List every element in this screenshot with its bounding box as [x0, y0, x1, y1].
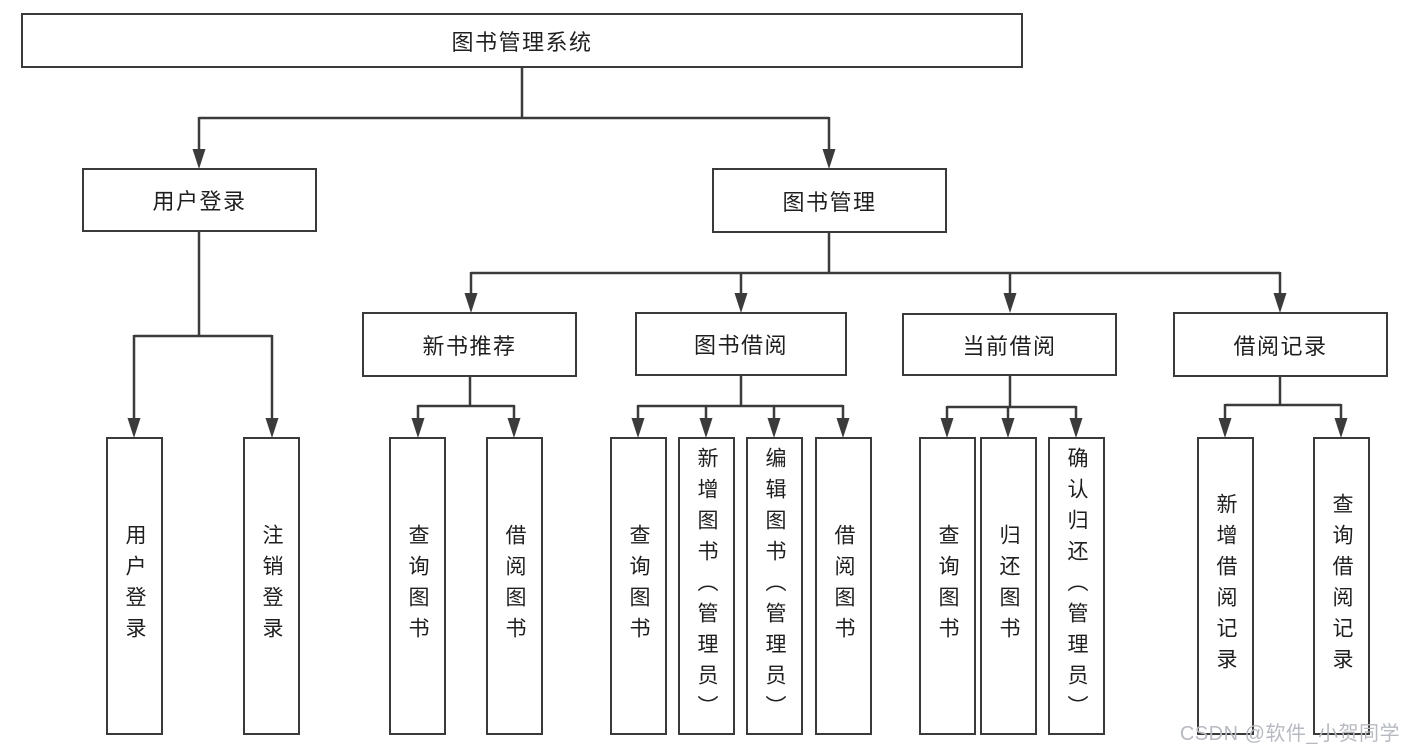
node-label: 新增借阅记录 — [1214, 493, 1237, 679]
connector-borrow-records-branch — [1223, 377, 1343, 420]
node-current-borrowing: 当前借阅 — [902, 313, 1117, 376]
node-label: 查询图书 — [936, 524, 959, 648]
node-label: 借阅记录 — [1233, 333, 1328, 359]
node-label: 用户登录 — [152, 189, 247, 214]
leaf-query-books-under-recommendation: 查询图书 — [389, 437, 446, 735]
arrowheads-borrow-records-branch — [1218, 418, 1348, 438]
node-book-management: 图书管理 — [712, 168, 947, 233]
node-book-borrowing: 图书借阅 — [635, 312, 847, 376]
leaf-query-books-under-current: 查询图书 — [919, 437, 976, 735]
leaf-query-books-under-borrowing: 查询图书 — [610, 437, 667, 735]
node-label: 当前借阅 — [962, 333, 1057, 359]
node-label: 查询图书 — [627, 524, 650, 648]
node-label: 图书管理系统 — [451, 29, 593, 55]
node-label: 确认归还（管理员） — [1065, 446, 1088, 726]
leaf-add-books-admin: 新增图书（管理员） — [678, 437, 735, 735]
node-label: 注销登录 — [260, 524, 283, 648]
node-label: 新书推荐 — [422, 333, 517, 359]
connector-book-borrow-branch — [636, 376, 845, 420]
leaf-add-borrowing-record: 新增借阅记录 — [1197, 437, 1254, 735]
leaf-borrow-books-under-borrowing: 借阅图书 — [815, 437, 872, 735]
leaf-confirm-return-admin: 确认归还（管理员） — [1048, 437, 1105, 735]
arrowheads-current-borrow-branch — [940, 418, 1083, 438]
node-label: 用户登录 — [123, 524, 146, 648]
leaf-borrow-books-under-recommendation: 借阅图书 — [486, 437, 543, 735]
leaf-query-borrowing-record: 查询借阅记录 — [1313, 437, 1370, 735]
node-new-book-recommendation: 新书推荐 — [362, 312, 577, 377]
arrowheads-level2 — [192, 149, 836, 169]
connector-book-mgmt-branch — [469, 233, 1282, 295]
arrowheads-user-login-branch — [127, 418, 279, 438]
node-label: 图书管理 — [782, 189, 877, 215]
node-borrowing-records: 借阅记录 — [1173, 312, 1388, 377]
connector-new-book-rec-branch — [416, 377, 516, 420]
leaf-return-books: 归还图书 — [980, 437, 1037, 735]
arrowheads-book-borrow-branch — [631, 418, 850, 438]
arrowheads-new-book-rec-branch — [411, 418, 521, 438]
node-label: 新增图书（管理员） — [695, 446, 718, 726]
node-label: 借阅图书 — [832, 524, 855, 648]
node-label: 借阅图书 — [503, 524, 526, 648]
node-label: 归还图书 — [997, 524, 1020, 648]
csdn-watermark: CSDN @软件_小贺同学 — [1179, 723, 1400, 745]
arrowheads-level3 — [464, 293, 1287, 313]
node-library-management-system: 图书管理系统 — [21, 13, 1023, 68]
node-user-login: 用户登录 — [82, 168, 317, 232]
connector-user-login-branch — [132, 232, 274, 420]
node-label: 查询图书 — [406, 524, 429, 648]
node-label: 图书借阅 — [693, 333, 788, 358]
leaf-user-login: 用户登录 — [106, 437, 163, 735]
leaf-edit-books-admin: 编辑图书（管理员） — [746, 437, 803, 735]
node-label: 查询借阅记录 — [1330, 493, 1353, 679]
connector-root-to-level2 — [197, 68, 831, 151]
node-label: 编辑图书（管理员） — [763, 446, 786, 726]
connector-current-borrow-branch — [945, 376, 1078, 420]
leaf-logout: 注销登录 — [243, 437, 300, 735]
